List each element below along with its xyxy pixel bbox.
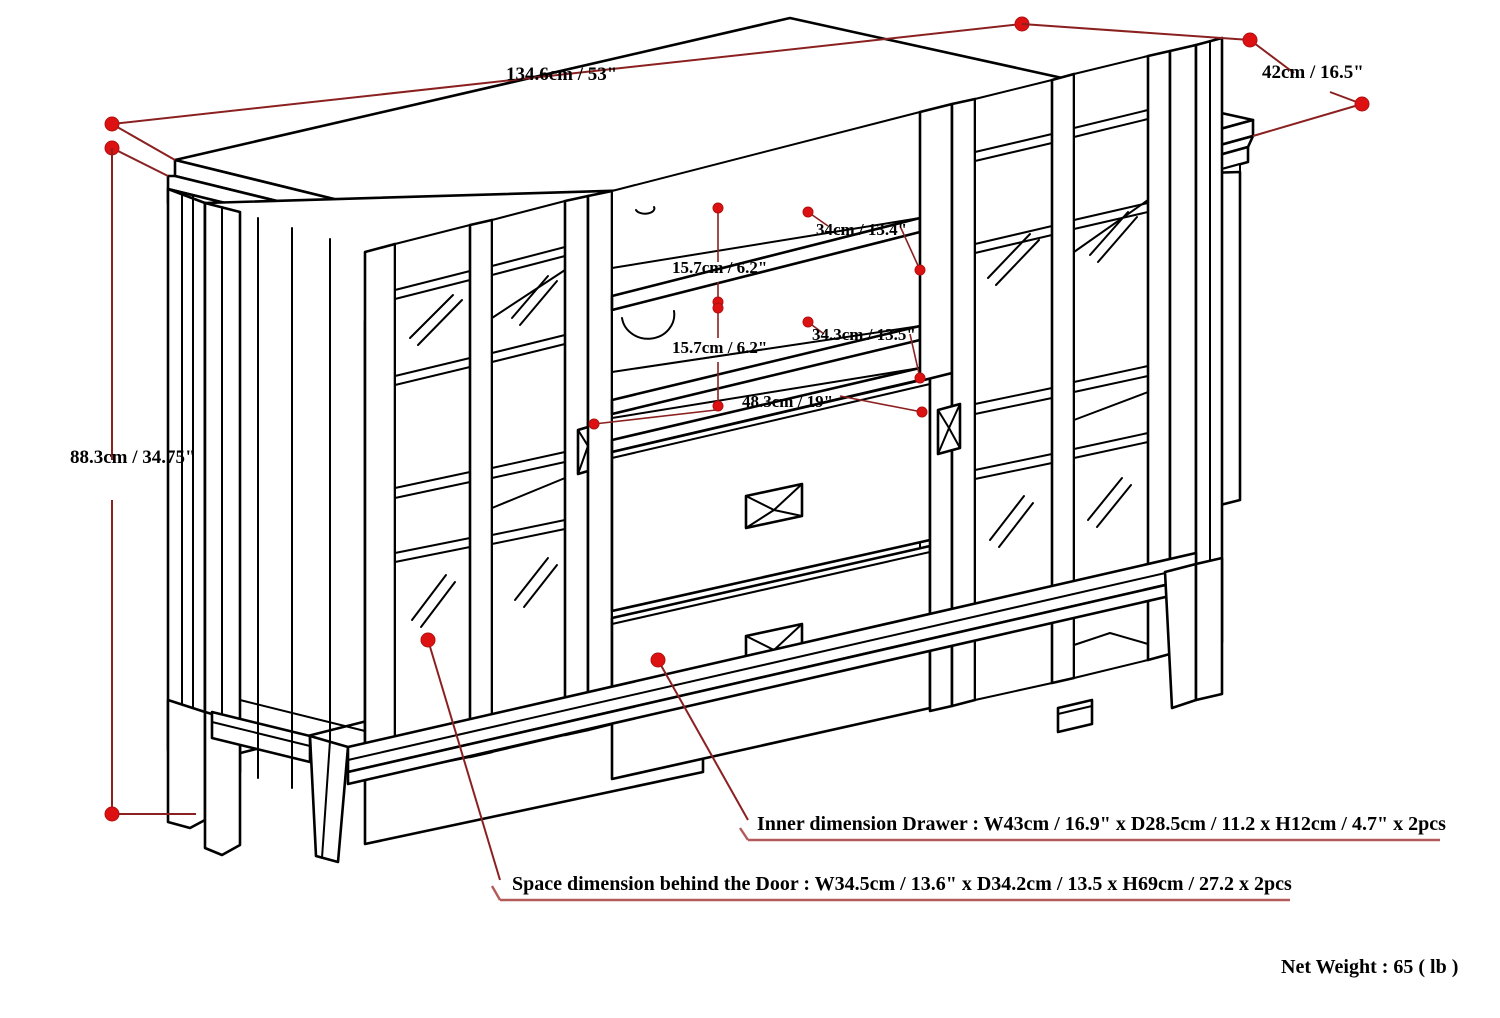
- left-interior: [239, 699, 366, 732]
- dimension-label-width: 134.6cm / 53": [506, 64, 618, 85]
- callout-door-text: Space dimension behind the Door : W34.5c…: [512, 873, 1292, 895]
- center-left-stile: [586, 189, 614, 732]
- left-tapered-leg: [308, 734, 350, 864]
- glass-reflection-right: [987, 233, 1040, 548]
- right-door-handle: [936, 402, 962, 456]
- dimension-label-height: 88.3cm / 34.75": [70, 447, 196, 468]
- dim-width: [104, 16, 1030, 161]
- dimension-label-center-opening: 48.3cm / 19": [742, 392, 834, 411]
- cable-hole: [621, 310, 676, 340]
- left-front-stile: [203, 201, 242, 774]
- dim-center-opening: [588, 395, 928, 430]
- right-outer-stile: [1168, 36, 1224, 656]
- drawer-upper: [610, 376, 932, 613]
- dim-upper-shelf-height: [712, 202, 724, 308]
- left-rear-leg: [166, 698, 242, 857]
- callout-drawer-text: Inner dimension Drawer : W43cm / 16.9" x…: [757, 813, 1446, 835]
- dim-height: [104, 140, 196, 822]
- dimension-annotations: [104, 16, 1440, 902]
- dim-lower-shelf-depth: [802, 316, 926, 384]
- right-tapered-leg: [1163, 556, 1224, 710]
- dim-lower-shelf-height: [712, 302, 724, 412]
- callout-door-leader: [420, 632, 1290, 902]
- dim-depth: [1021, 23, 1370, 137]
- left-side-panel: [166, 187, 207, 764]
- left-back-verticals: [257, 217, 331, 789]
- glass-reflection-right-2: [1087, 211, 1138, 528]
- callout-drawer-leader: [650, 652, 1440, 842]
- center-foot: [1056, 698, 1094, 734]
- dimension-label-lower-shelf-height: 15.7cm / 6.2": [672, 338, 768, 357]
- dimension-label-upper-shelf-depth: 34cm / 13.4": [816, 220, 908, 239]
- drawer-handle-upper: [744, 482, 804, 530]
- net-weight-label: Net Weight : 65 ( lb ): [1281, 956, 1459, 978]
- glass-reflection-left: [409, 294, 463, 628]
- dim-upper-shelf-depth: [802, 206, 926, 276]
- dimension-label-lower-shelf-depth: 34.3cm / 13.5": [812, 325, 916, 344]
- right-glass-door: [936, 49, 1172, 708]
- dimension-label-depth: 42cm / 16.5": [1262, 62, 1364, 83]
- dimension-label-upper-shelf-height: 15.7cm / 6.2": [672, 258, 768, 277]
- cabinet-body: [166, 16, 1255, 864]
- glass-reflection-left-2: [511, 275, 558, 608]
